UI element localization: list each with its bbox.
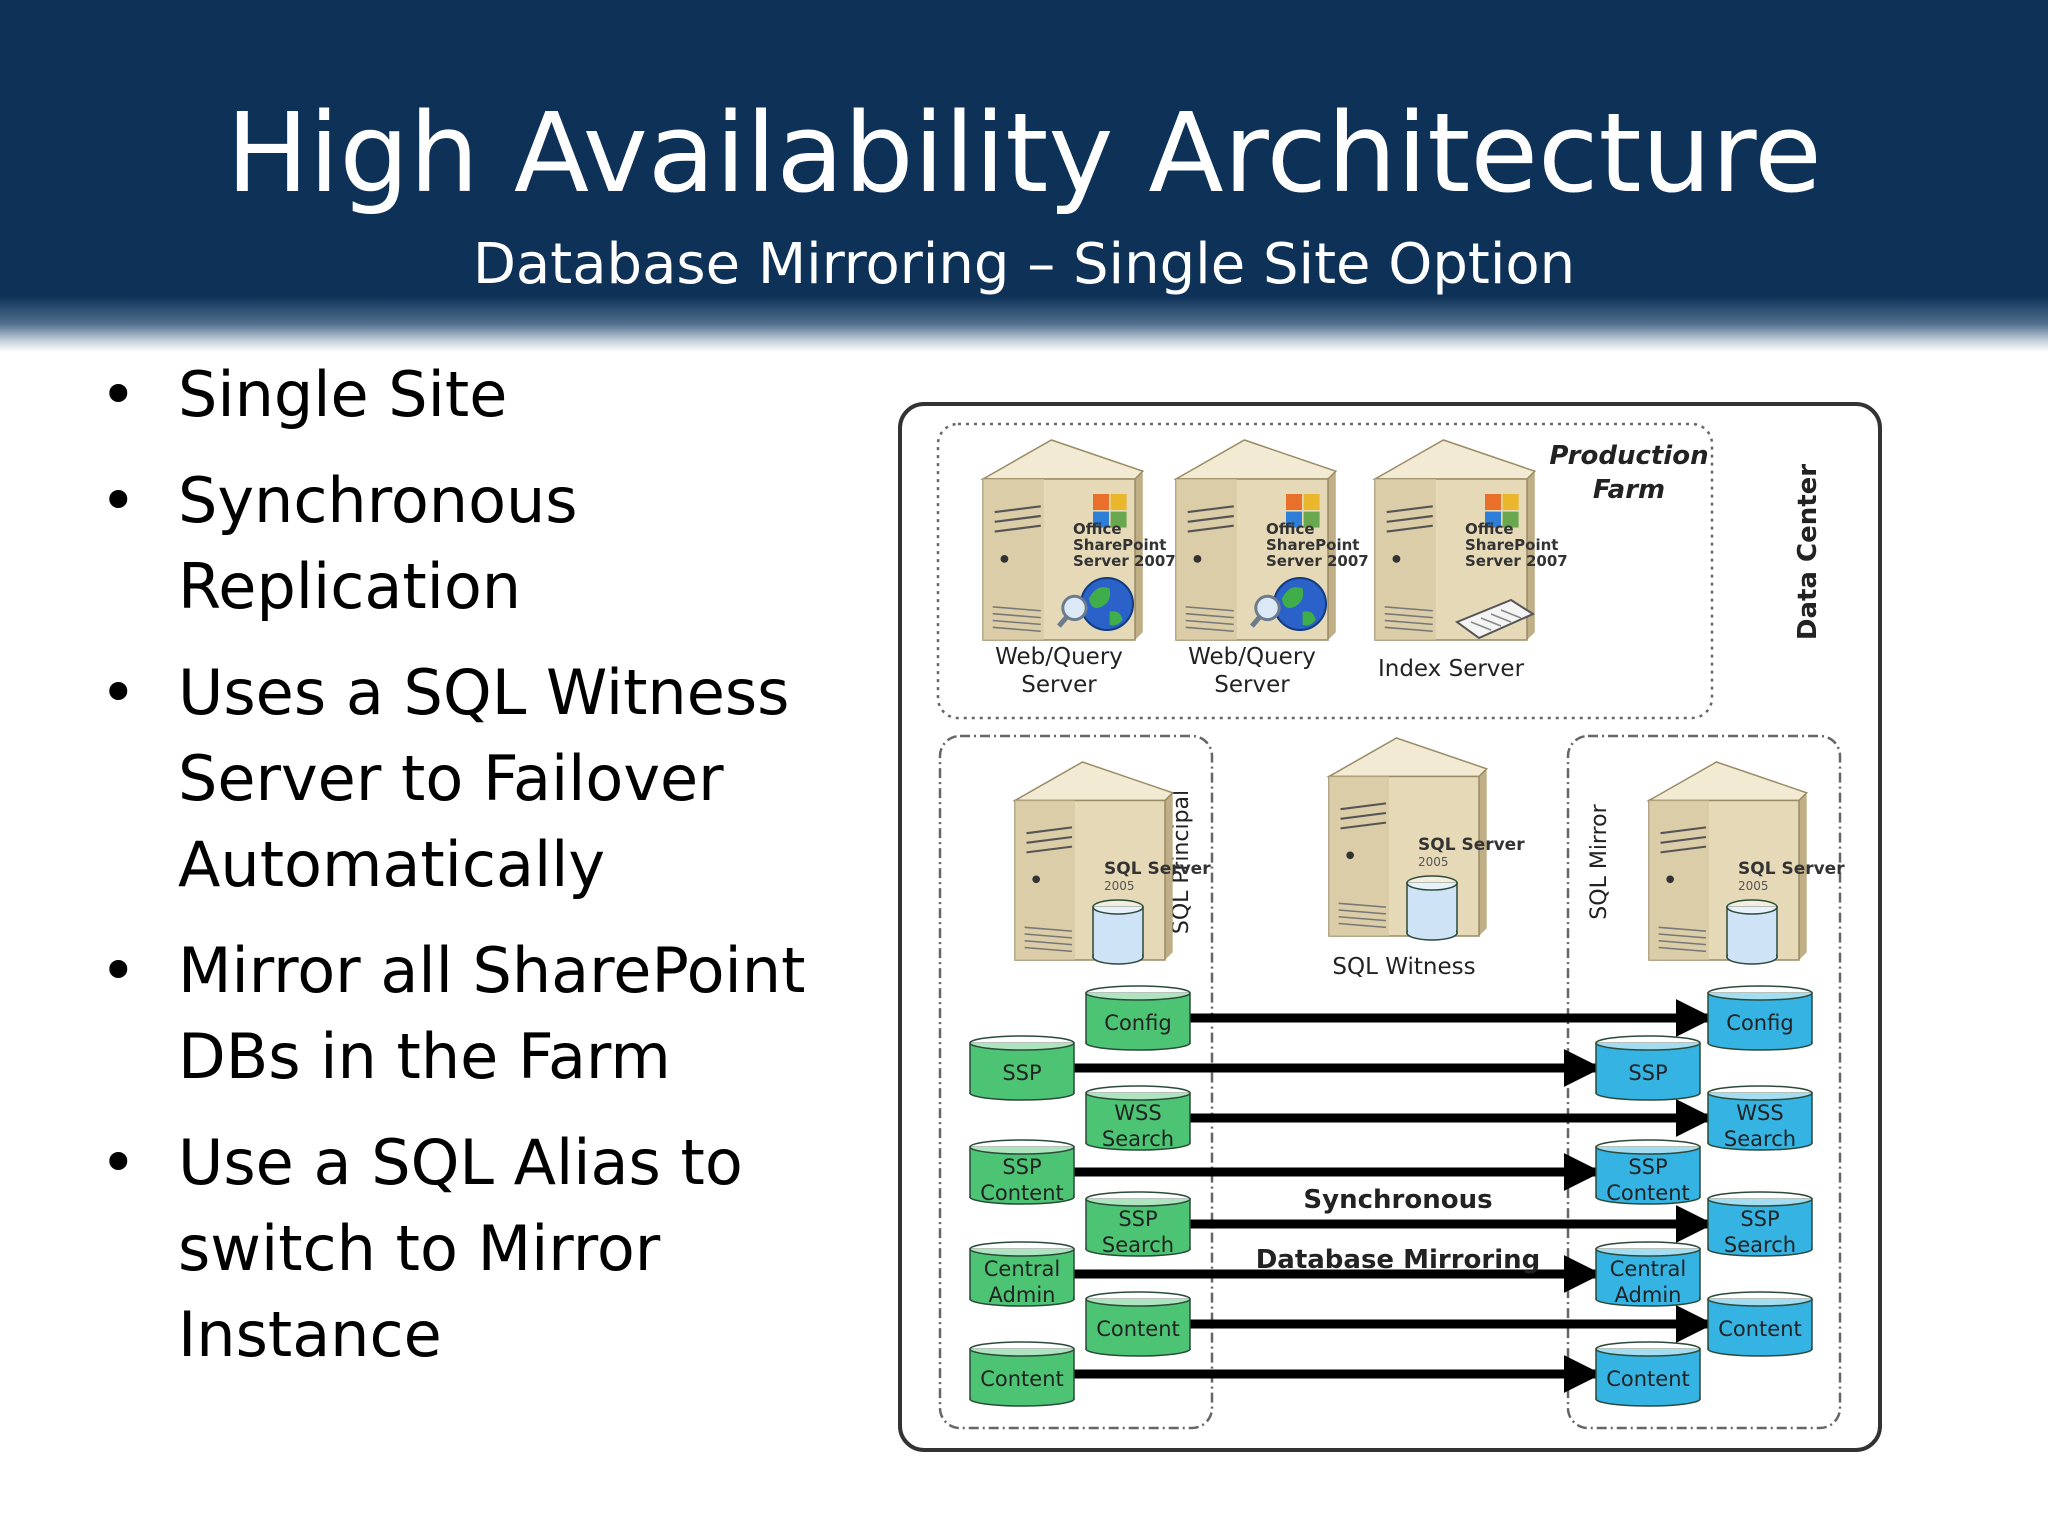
- office-logo-icon: [1286, 494, 1320, 528]
- database-label: SSP: [1002, 1061, 1041, 1085]
- server-label: Server: [1021, 672, 1097, 698]
- mirror-database-icon: [1595, 1341, 1701, 1407]
- production-farm-boundary: [936, 422, 1714, 720]
- database-label: Config: [1104, 1011, 1171, 1035]
- mirror-database-icon: [1595, 1139, 1701, 1205]
- bullet-item: Uses a SQL Witness Server to Failover Au…: [92, 650, 852, 908]
- sql-mirror-server-icon: [1646, 761, 1809, 961]
- sql-brand-text: SQL Server: [1104, 859, 1211, 879]
- mirror-database-icon: [1595, 1035, 1701, 1101]
- server-brand-text: SharePoint: [1465, 536, 1558, 554]
- mirror-database-icon: [1707, 985, 1813, 1051]
- bullet-list: Single SiteSynchronous ReplicationUses a…: [92, 352, 852, 1398]
- server-brand-text: Office: [1266, 520, 1315, 538]
- server-brand-text: Office: [1073, 520, 1122, 538]
- database-label: Content: [1606, 1367, 1690, 1391]
- server-tower-icon: [980, 439, 1145, 641]
- globe-icon: [1080, 577, 1134, 631]
- server-brand-text: Server 2007: [1465, 552, 1568, 570]
- sql-witness-label: SQL Witness: [1332, 954, 1475, 980]
- sql-mirror-label: SQL Mirror: [1587, 803, 1612, 919]
- sql-version-text: 2005: [1738, 879, 1769, 893]
- sql-brand-text: SQL Server: [1738, 859, 1845, 879]
- mirror-database-icon: [1595, 1241, 1701, 1307]
- principal-database-icon: [1085, 1085, 1191, 1151]
- title-banner: High Availability Architecture Database …: [0, 0, 2048, 352]
- diagram-canvas: Data Center Production Farm SQL Principa…: [898, 402, 1882, 1452]
- database-label: Config: [1726, 1011, 1793, 1035]
- mirror-database-icon: [1707, 1191, 1813, 1257]
- database-label: Content: [980, 1367, 1064, 1391]
- slide-title: High Availability Architecture: [226, 89, 1822, 217]
- mirroring-label-line2: Database Mirroring: [1256, 1245, 1541, 1275]
- index-card-icon: [1454, 598, 1536, 640]
- principal-database-icon: [969, 1341, 1075, 1407]
- sql-principal-label: SQL Principal: [1169, 790, 1194, 934]
- server-label: Index Server: [1378, 656, 1525, 682]
- production-farm-label-line1: Production: [1549, 441, 1708, 471]
- database-icon: [1406, 875, 1458, 941]
- bullet-item: Synchronous Replication: [92, 458, 852, 630]
- architecture-diagram: Data Center Production Farm SQL Principa…: [896, 402, 1884, 1454]
- server-brand-text: Server 2007: [1073, 552, 1176, 570]
- database-icon: [1092, 899, 1144, 965]
- server-brand-text: SharePoint: [1266, 536, 1359, 554]
- data-center-label: Data Center: [1793, 464, 1823, 640]
- server-brand-text: Office: [1465, 520, 1514, 538]
- bullet-item: Mirror all SharePoint DBs in the Farm: [92, 928, 852, 1100]
- mirror-database-icon: [1707, 1291, 1813, 1357]
- principal-database-icon: [1085, 1191, 1191, 1257]
- principal-database-icon: [1085, 985, 1191, 1051]
- principal-database-icon: [969, 1139, 1075, 1205]
- magnifier-icon: [1057, 594, 1088, 628]
- mirroring-label-line1: Synchronous: [1303, 1185, 1492, 1215]
- database-icon: [1726, 899, 1778, 965]
- database-label: Content: [1718, 1317, 1802, 1341]
- office-logo-icon: [1485, 494, 1519, 528]
- sql-principal-boundary: [938, 734, 1214, 1430]
- principal-database-icon: [1085, 1291, 1191, 1357]
- sql-version-text: 2005: [1104, 879, 1135, 893]
- mirror-database-icon: [1707, 1085, 1813, 1151]
- production-farm-label-line2: Farm: [1593, 475, 1665, 505]
- server-label: Web/Query: [1188, 644, 1316, 670]
- bullet-item: Use a SQL Alias to switch to Mirror Inst…: [92, 1120, 852, 1378]
- bullet-item: Single Site: [92, 352, 852, 438]
- slide-subtitle: Database Mirroring – Single Site Option: [472, 232, 1576, 297]
- magnifier-icon: [1250, 594, 1281, 628]
- server-label: Server: [1214, 672, 1290, 698]
- office-logo-icon: [1093, 494, 1127, 528]
- server-brand-text: Server 2007: [1266, 552, 1369, 570]
- server-label: Web/Query: [995, 644, 1123, 670]
- sql-brand-text: SQL Server: [1418, 835, 1525, 855]
- server-brand-text: SharePoint: [1073, 536, 1166, 554]
- principal-database-icon: [969, 1241, 1075, 1307]
- sql-version-text: 2005: [1418, 855, 1449, 869]
- database-label: SSP: [1628, 1061, 1667, 1085]
- principal-database-icon: [969, 1035, 1075, 1101]
- globe-icon: [1273, 577, 1327, 631]
- database-label: Content: [1096, 1317, 1180, 1341]
